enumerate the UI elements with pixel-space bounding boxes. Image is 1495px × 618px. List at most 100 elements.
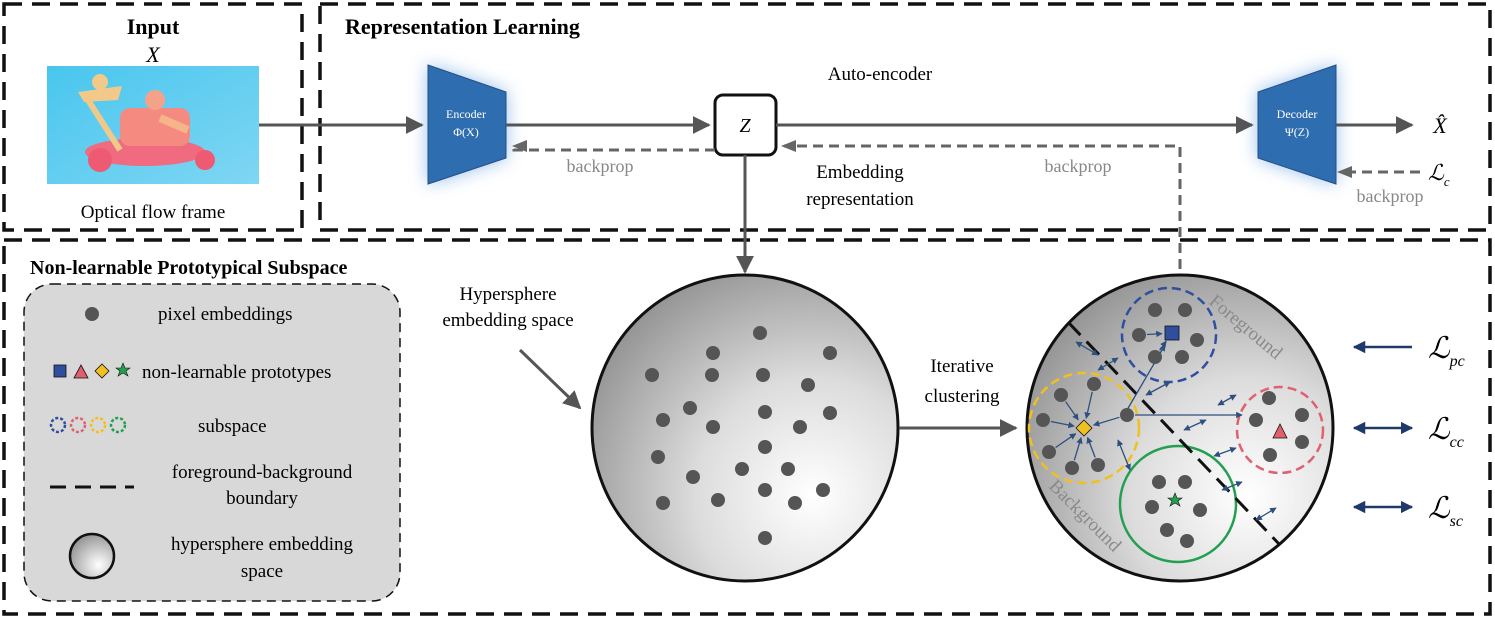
output-symbol: X̂ <box>1432 113 1448 138</box>
decoder-function: Ψ(Z) <box>1285 125 1309 139</box>
legend-prototypes-label: non-learnable prototypes <box>142 362 331 383</box>
z-label: Z <box>739 115 751 137</box>
pixel-embedding-dot <box>1263 448 1277 462</box>
subspace-panel <box>2 238 1492 616</box>
cluster-arrow <box>1117 439 1131 471</box>
encoder-label: Encoder <box>446 107 486 121</box>
cluster-arrow <box>1073 436 1083 461</box>
iterative-label-line2: clustering <box>925 386 1000 407</box>
red-subspace <box>1235 385 1325 475</box>
legend-green-subspace-icon <box>109 416 127 434</box>
cluster-arrow <box>1213 446 1237 458</box>
pixel-embedding-dot <box>706 420 720 434</box>
pixel-embedding-dot <box>645 368 659 382</box>
diamond-prototype <box>1075 419 1093 437</box>
green-subspace <box>1118 444 1238 564</box>
pixel-embedding-dot <box>758 440 772 454</box>
loss-c: ℒc <box>1428 160 1450 189</box>
pixel-embedding-dot <box>1042 445 1056 459</box>
decoder-label: Decoder <box>1277 107 1318 121</box>
legend-boundary-line1: foreground-background <box>172 462 353 483</box>
legend-red-subspace-icon <box>69 416 87 434</box>
yellow-subspace <box>1027 371 1141 485</box>
loss-sc: ℒsc <box>1428 492 1463 530</box>
pixel-embedding-dot <box>1193 503 1207 517</box>
pixel-embedding-dot <box>758 531 772 545</box>
pixel-embedding-dot <box>823 406 837 420</box>
pixel-embedding-dot <box>1249 413 1263 427</box>
legend-hyper-line1: hypersphere embedding <box>171 534 354 555</box>
input-caption: Optical flow frame <box>81 202 226 223</box>
pixel-embedding-dot <box>1036 413 1050 427</box>
legend-pixel-label: pixel embeddings <box>158 304 293 325</box>
pixel-embedding-dot <box>651 450 665 464</box>
cluster-arrow <box>1217 394 1237 406</box>
star-prototype <box>1167 492 1183 507</box>
triangle-prototype <box>1272 423 1288 439</box>
pixel-embedding-dot <box>1160 523 1174 537</box>
legend: pixel embeddings non-learnable prototype… <box>23 283 401 602</box>
cluster-arrow <box>1183 419 1207 431</box>
pixel-embedding-dot <box>788 496 802 510</box>
optical-flow-image <box>47 66 259 184</box>
encoder-block: Encoder Φ(X) <box>427 64 507 185</box>
iterative-label-line1: Iterative <box>930 356 993 377</box>
backprop-arrow-encoder <box>512 143 715 152</box>
pixel-embedding-dot <box>1180 534 1194 548</box>
legend-diamond-prototype-icon <box>94 363 110 379</box>
backprop-label-clustering: backprop <box>1045 156 1112 176</box>
pixel-embedding-dot <box>1295 408 1309 422</box>
input-title: Input <box>127 14 180 39</box>
backprop-label-decoder: backprop <box>1357 186 1424 206</box>
pixel-embedding-dot <box>656 413 670 427</box>
embedding-label-line2: representation <box>806 189 914 210</box>
decoder-block: Decoder Ψ(Z) <box>1257 64 1337 185</box>
pixel-embedding-dot <box>823 346 837 360</box>
loss-pc: ℒpc <box>1428 332 1465 370</box>
representation-title: Representation Learning <box>345 14 580 39</box>
pixel-embedding-dot <box>656 496 670 510</box>
autoencoder-label: Auto-encoder <box>828 64 933 85</box>
pixel-embedding-dot <box>1295 435 1309 449</box>
pixel-embedding-dot <box>1262 391 1276 405</box>
embedding-sphere-dots <box>645 326 837 545</box>
pixel-embedding-dot <box>1178 475 1192 489</box>
cluster-arrows <box>1050 330 1277 521</box>
clustered-sphere-dots <box>1036 303 1309 548</box>
cluster-arrow <box>1084 391 1093 419</box>
loss-cc: ℒcc <box>1428 413 1464 451</box>
legend-hyper-line2: space <box>241 561 283 582</box>
pixel-embedding-dot <box>793 420 807 434</box>
legend-boundary-line2: boundary <box>226 488 298 509</box>
cluster-arrow <box>1221 481 1243 491</box>
pixel-embedding-dot <box>1145 500 1159 514</box>
cluster-arrow <box>1065 401 1079 421</box>
hypersphere-label-line1: Hypersphere <box>459 284 556 305</box>
cluster-arrow <box>1086 436 1096 458</box>
pixel-embedding-dot <box>758 405 772 419</box>
legend-triangle-prototype-icon <box>73 364 89 379</box>
pixel-embedding-dot <box>1065 461 1079 475</box>
legend-dot-icon <box>85 307 99 321</box>
pixel-embedding-dot <box>1190 333 1204 347</box>
pixel-embedding-dot <box>1178 303 1192 317</box>
foreground-background-boundary <box>1066 320 1282 547</box>
cluster-arrow <box>1092 416 1120 427</box>
pixel-embedding-dot <box>683 401 697 415</box>
pixel-embedding-dot <box>756 368 770 382</box>
legend-subspace-label: subspace <box>198 416 267 437</box>
backprop-label-encoder: backprop <box>567 156 634 176</box>
pixel-embedding-dot <box>711 493 725 507</box>
embedding-label-line1: Embedding <box>816 162 904 183</box>
legend-hypersphere-icon <box>68 532 116 580</box>
input-panel <box>2 2 304 232</box>
cluster-arrow <box>1146 330 1163 338</box>
input-symbol: X <box>145 42 161 67</box>
pixel-embedding-dot <box>1132 328 1146 342</box>
pixel-embedding-dot <box>781 462 795 476</box>
cluster-arrow <box>1075 341 1099 356</box>
pixel-embedding-dot <box>705 368 719 382</box>
pixel-embedding-dot <box>706 346 720 360</box>
pixel-embedding-dot <box>1148 350 1162 364</box>
